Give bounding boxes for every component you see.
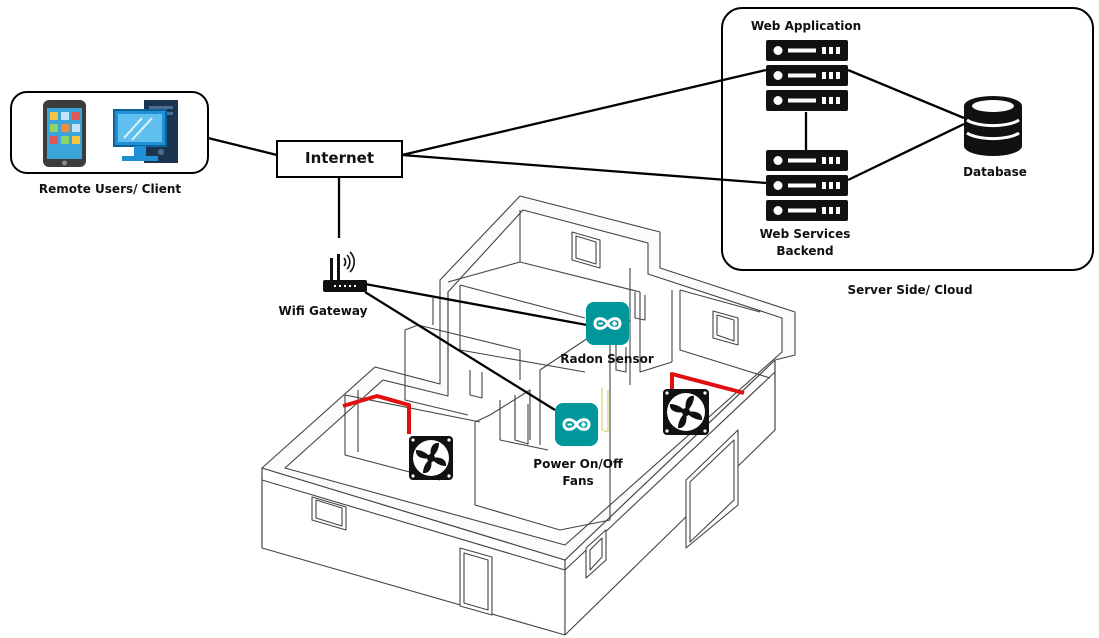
radon-sensor-label: Radon Sensor xyxy=(560,352,654,366)
database-label: Database xyxy=(963,165,1027,179)
remote-users-label: Remote Users/ Client xyxy=(38,182,182,196)
client-box xyxy=(10,91,209,174)
arduino-icon xyxy=(555,403,598,446)
internet-box xyxy=(276,140,403,178)
smartphone-icon xyxy=(43,100,86,167)
arduino-icon xyxy=(586,302,629,345)
server-rack-icon xyxy=(766,40,848,111)
link-gateway-fans xyxy=(364,291,556,411)
duct-right xyxy=(670,372,745,395)
house-floorplan xyxy=(261,195,796,636)
link-gateway-radon xyxy=(364,282,588,327)
link-webapp-database xyxy=(847,68,965,120)
fans-label-line2: Fans xyxy=(562,474,594,488)
duct-left xyxy=(342,394,411,434)
fan-icon xyxy=(409,436,453,480)
fan-icon xyxy=(663,389,709,435)
network-links xyxy=(207,68,965,411)
internet-label: Internet xyxy=(304,149,375,167)
wifi-gateway-label: Wifi Gateway xyxy=(278,304,368,318)
link-backend-database xyxy=(847,122,965,182)
link-internet-backend xyxy=(401,153,767,185)
wifi-router-icon xyxy=(323,251,367,292)
server-side-box xyxy=(721,7,1094,271)
database-icon xyxy=(964,96,1022,156)
link-client-internet xyxy=(207,136,278,157)
web-application-label: Web Application xyxy=(750,19,862,33)
web-services-label-line1: Web Services xyxy=(759,227,851,241)
server-side-label: Server Side/ Cloud xyxy=(847,283,973,297)
link-internet-webapp xyxy=(401,68,767,157)
fans-label-line1: Power On/Off xyxy=(533,457,623,471)
red-ducts xyxy=(342,372,745,434)
desktop-computer-icon xyxy=(113,100,178,163)
web-services-label-line2: Backend xyxy=(776,244,834,258)
server-rack-icon xyxy=(766,150,848,221)
